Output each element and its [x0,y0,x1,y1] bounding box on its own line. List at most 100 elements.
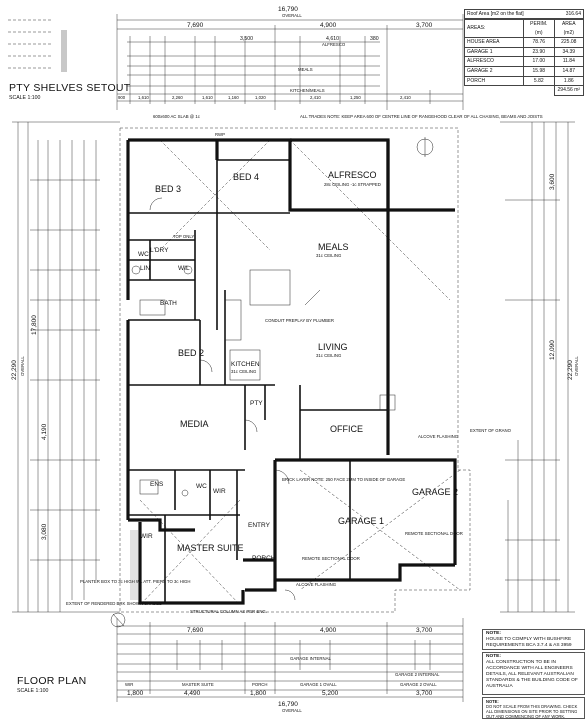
top-meals-label: MEALS [298,67,313,72]
rwp-label: RWP [215,132,225,137]
floor-plan-scale: SCALE 1:100 [17,688,49,694]
slab-note: 600x600 AC SLAB @ 1c [153,114,201,119]
room-lin: LIN [140,265,150,272]
area-row-name: PORCH [464,75,524,87]
left-overall-dim: 22,290 [11,360,18,380]
table-row: GARAGE 2 15.98 14.87 [464,65,585,77]
left-dim-3080: 3,080 [41,523,48,540]
top-bottom-dim-4: 1,160 [228,95,239,100]
room-living: LIVING [318,342,348,352]
top-kitchen-label: KITCHEN/MEALS [290,88,325,93]
room-alfresco-ceiling: 28c CEILING -1c STRAPPED [324,182,381,187]
area-table-grid: AREAS: PERIM. (m) AREA (m2) HOUSE AREA 7… [464,18,585,96]
area-row-perim: 78.76 [523,37,555,48]
area-header-row: AREAS: PERIM. (m) AREA (m2) [464,18,585,39]
scale-note-text: DO NOT SCALE FROM THIS DRAWING. CHECK AL… [486,704,578,719]
pty-shelves-title: PTY SHELVES SETOUT [9,82,131,94]
room-wil: WIL [178,265,190,272]
area-row-name: ALFRESCO [464,56,524,67]
bot-label-master: MASTER SUITE [182,682,214,687]
left-dimensions [12,121,120,613]
left-overall-label: OVERALL [20,356,25,376]
north-arrow-icon [110,137,434,628]
top-bottom-dim-1: 1,610 [138,95,149,100]
labels: PTY SHELVES SETOUT SCALE 1:100 FLOOR PLA… [9,6,579,713]
room-kitchen-ceiling: 31c CEILING [231,369,257,374]
room-kitchen: KITCHEN [231,361,260,368]
planter-note: PLANTER BOX TO 3c HIGH WL ATT. PIERS TO … [80,579,190,584]
roof-area-value: 316.64 [565,11,581,17]
room-wir: WIR [213,488,226,495]
area-row-perim: 17.00 [523,56,555,67]
rendered-brick-shading [130,530,138,600]
room-garage2: GARAGE 2 [412,487,458,497]
right-dim-12090: 12,090 [549,340,556,360]
room-alfresco: ALFRESCO [328,170,377,180]
room-entry: ENTRY [248,522,271,529]
construction-note-head: NOTE: [486,654,501,659]
area-row-perim: 15.98 [523,65,555,77]
room-top-only: TOP ONLY [173,234,194,239]
area-total: 294.56 m² [553,85,585,96]
bot-dim-r2-3: 5,200 [322,690,339,697]
room-bed2: BED 2 [178,348,204,358]
area-row-area: 225.08 [553,37,585,48]
right-dim-3600: 3,600 [549,173,556,190]
room-ldry: L'DRY [150,247,169,254]
area-row-area: 34.39 [553,46,585,58]
left-dim-4190: 4,190 [41,423,48,440]
area-row-name: HOUSE AREA [464,37,524,48]
top-dim-c: 3,700 [416,22,433,29]
room-garage1: GARAGE 1 [338,516,384,526]
internal-walls [128,159,388,603]
alcove-flashing-label-2: ALCOVE FLASHING [296,582,337,587]
top-dim-a: 7,690 [187,22,204,29]
table-row: HOUSE AREA 78.76 225.08 [464,37,585,48]
eave-line [119,127,471,613]
room-living-ceiling: 31c CEILING [316,353,342,358]
top-bottom-dim-7: 1,250 [350,95,361,100]
room-bed3: BED 3 [155,184,181,194]
top-dim-d: 3,500 [240,36,253,42]
roof-area-row: Roof Area [m2 on the flat] 316.64 [464,9,584,19]
brick-layer-note: BRICK LAYER NOTE: 250 FACE 2MM TO INSIDE… [282,477,405,482]
top-bottom-dim-2: 2,260 [172,95,183,100]
bot-overall-dim: 16,790 [278,701,298,708]
top-bottom-dim-5: 1,020 [255,95,266,100]
room-porch: PORCH [252,555,276,562]
bushfire-note: NOTE: HOUSE TO COMPLY WITH BUSHFIRE REQU… [482,629,585,650]
table-row: PORCH 5.82 1.86 [464,75,585,87]
bot-dim-r2-4: 3,700 [416,690,433,697]
area-header: AREAS: [464,18,524,39]
bot-dim-r2-1: 4,490 [184,690,201,697]
right-overall-dim: 22,290 [567,360,574,380]
top-dimensions [116,14,464,110]
area-row-area: 14.87 [553,65,585,77]
area-col-perim: PERIM. (m) [523,18,555,39]
bot-label-porch: PORCH [252,682,268,687]
top-dim-e: 4,610 [326,36,339,42]
bot-label-garage1: GARAGE 1 OVALL [300,682,337,687]
table-row: ALFRESCO 17.00 11.84 [464,56,585,67]
bot-dim-a: 7,690 [187,627,204,634]
pty-shelves-lines [8,19,67,72]
room-ens: ENS [150,481,164,488]
area-row-name: GARAGE 2 [464,65,524,77]
left-dim-17800: 17,800 [31,315,38,335]
room-wc2: WC [138,251,149,258]
remote-door-g2: REMOTE SECTIONAL DOOR [405,531,463,536]
room-office: OFFICE [330,424,363,434]
bot-dim-r2-0: 1,800 [127,690,144,697]
trades-note: ALL TRADES NOTE: KEEP AREA 600 OF CENTRE… [300,114,543,119]
roof-area-title: Roof Area [m2 on the flat] [467,11,524,17]
bushfire-note-head: NOTE: [486,631,501,636]
top-overall-label: OVERALL [282,13,302,18]
conduit-label: CONDUIT PREPLAY BY PLUMBER [265,318,334,323]
right-overall-label: OVERALL [574,356,579,376]
area-row-area: 1.86 [553,75,585,87]
bushfire-note-text: HOUSE TO COMPLY WITH BUSHFIRE REQUIREMEN… [486,637,572,648]
scale-note-head: NOTE: [486,699,499,704]
room-bed4: BED 4 [233,172,259,182]
area-row-name: GARAGE 1 [464,46,524,58]
